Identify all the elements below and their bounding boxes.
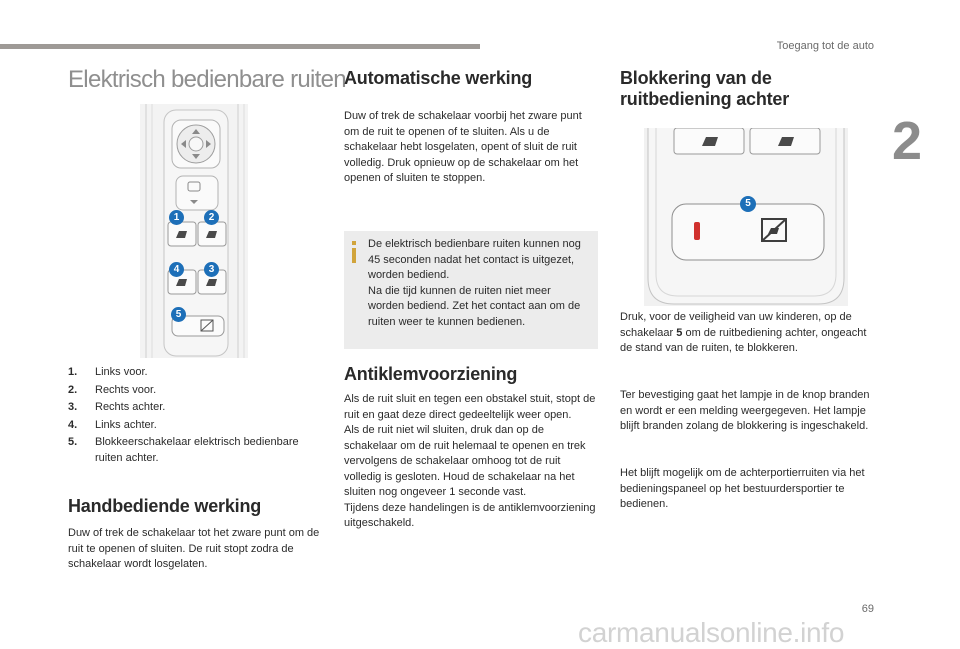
text-automatische: Duw of trek de schakelaar voorbij het zw… [344,110,582,184]
legend-text: Links voor. [95,366,148,378]
legend-num: 3. [68,401,78,413]
text-antiklem-3: Tijdens deze handelingen is de antiklemv… [344,501,596,530]
legend-item: 2. Rechts voor. [68,382,326,400]
callout-2: 2 [204,210,219,225]
callout-5: 5 [171,307,186,322]
legend-item: 4. Links achter. [68,417,326,435]
info-text-1: De elektrisch bedienbare ruiten kunnen n… [368,238,581,281]
heading-antiklem: Antiklemvoorziening [344,364,518,384]
antiklem-body: Als de ruit sluit en tegen een obstakel … [344,392,600,532]
legend-text: Blokkeerschakelaar elektrisch bedienbare… [95,436,299,464]
section-label: Toegang tot de auto [776,40,874,52]
switch-ref-5: 5 [676,326,683,339]
chapter-number: 2 [892,111,923,171]
info-text-2: Na die tijd kunnen de ruiten niet meer w… [368,284,581,328]
watermark: carmanualsonline.info [578,617,845,648]
window-switch-panel-figure: 1 2 4 3 5 [140,104,248,358]
page-title: Elektrisch bedienbare ruiten [68,66,347,93]
text-antiklem-2: Als de ruit niet wil sluiten, druk dan o… [344,424,586,498]
legend-num: 2. [68,383,78,396]
info-box: De elektrisch bedienbare ruiten kunnen n… [344,231,598,349]
info-icon [352,241,356,263]
heading-handbediende: Handbediende werking [68,496,262,516]
switch-legend: 1. Links voor. 2. Rechts voor. 3. Rechts ac… [68,364,326,466]
callout-1: 1 [169,210,184,225]
legend-num: 1. [68,366,78,378]
legend-text: Rechts voor. [95,383,157,396]
heading-automatische: Automatische werking [344,68,533,88]
heading-blokkering: Blokkering van de ruitbediening achter [620,68,790,109]
callout-5-rear: 5 [740,196,756,212]
callout-4: 4 [169,262,184,277]
legend-item: 5. Blokkeerschakelaar elektrisch bedienba… [68,434,326,466]
legend-num: 5. [68,436,78,448]
text-antiklem-1: Als de ruit sluit en tegen een obstakel … [344,393,596,421]
rear-lock-switch-figure: 5 [644,128,848,306]
rear-lock-switch-illustration [644,128,848,306]
text-handbediende: Duw of trek de schakelaar tot het zware … [68,527,320,570]
text-blokkering-2: Ter bevestiging gaat het lampje in de kn… [620,389,870,432]
legend-text: Links achter. [95,418,157,431]
legend-num: 4. [68,418,78,431]
legend-item: 1. Links voor. [68,364,326,382]
callout-3: 3 [204,262,219,277]
text-blokkering-1a: Druk, voor de veiligheid van uw kinderen… [620,311,852,339]
text-blokkering-1: Druk, voor de veiligheid van uw kinderen… [620,310,872,357]
text-blokkering-1b: om de ruitbediening achter, ongeacht de … [620,326,867,355]
legend-item: 3. Rechts achter. [68,399,326,417]
text-blokkering-3: Het blijft mogelijk om de achterportierr… [620,467,865,510]
header-bar [0,44,480,49]
window-switch-panel-illustration [140,104,248,358]
legend-text: Rechts achter. [95,401,166,413]
page-number: 69 [861,603,874,615]
